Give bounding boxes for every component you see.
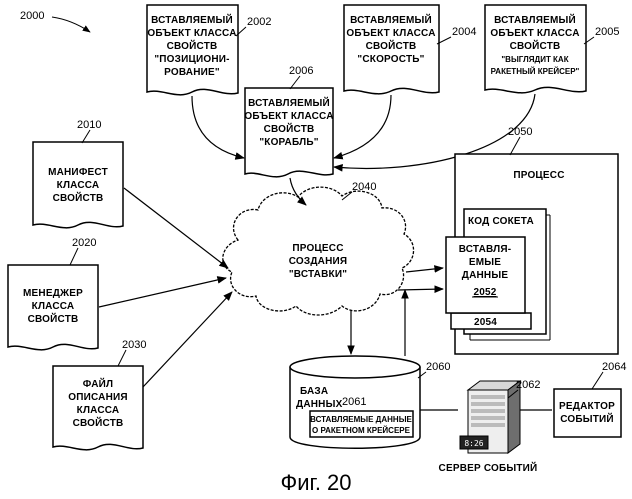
- doc-descfile-line-4: СВОЙСТВ: [73, 416, 124, 429]
- socket-code-label: КОД СОКЕТА: [468, 216, 534, 227]
- embedded-data-line-3: ДАННЫЕ: [462, 270, 509, 281]
- doc-position-line-5: РОВАНИЕ": [164, 67, 220, 78]
- database-line-1: БАЗА: [300, 386, 328, 397]
- doc-speed-properties: ВСТАВЛЯЕМЫЙ ОБЪЕКТ КЛАССА СВОЙСТВ "СКОРО…: [344, 5, 439, 94]
- database-record-line-1: ВСТАВЛЯЕМЫЕ ДАННЫЕ: [310, 415, 412, 424]
- ref-2062: 2062: [516, 379, 540, 391]
- doc-cruiser-line-1: ВСТАВЛЯЕМЫЙ: [494, 13, 576, 26]
- doc-position-line-3: СВОЙСТВ: [167, 39, 218, 52]
- ref-2060: 2060: [426, 361, 450, 373]
- ref-2006: 2006: [289, 65, 313, 77]
- doc-position-line-4: "ПОЗИЦИОНИ-: [154, 54, 229, 65]
- doc-position-line-1: ВСТАВЛЯЕМЫЙ: [151, 13, 233, 26]
- embedded-data-line-1: ВСТАВЛЯ-: [459, 244, 512, 255]
- doc-ship-line-4: "КОРАБЛЬ": [259, 137, 318, 148]
- doc-speed-line-2: ОБЪЕКТ КЛАССА: [346, 28, 435, 39]
- doc-manifest-line-2: КЛАССА: [57, 180, 100, 191]
- doc-manager-line-2: КЛАССА: [32, 301, 75, 312]
- ref-2002: 2002: [247, 16, 271, 28]
- arrow-cloud-to-embedded-data: [406, 268, 443, 272]
- event-editor-line-2: СОБЫТИЙ: [560, 412, 614, 425]
- doc-cruiser-quote-1: "ВЫГЛЯДИТ КАК: [501, 55, 568, 64]
- figure-number-arrow: [52, 17, 90, 32]
- doc-position-properties: ВСТАВЛЯЕМЫЙ ОБЪЕКТ КЛАССА СВОЙСТВ "ПОЗИЦ…: [147, 5, 238, 95]
- doc-cruiser-quote-2: РАКЕТНЫЙ КРЕЙСЕР": [491, 67, 580, 76]
- doc-ship-line-1: ВСТАВЛЯЕМЫЙ: [248, 96, 330, 109]
- doc-manager: МЕНЕДЖЕР КЛАССА СВОЙСТВ: [8, 265, 98, 350]
- event-editor-line-1: РЕДАКТОР: [559, 401, 615, 412]
- event-server-icon: 8:26: [460, 381, 520, 453]
- doc-manifest-line-3: СВОЙСТВ: [53, 191, 104, 204]
- cloud-line-2: СОЗДАНИЯ: [289, 256, 348, 267]
- doc-description-file: ФАЙЛ ОПИСАНИЯ КЛАССА СВОЙСТВ: [53, 366, 143, 450]
- doc-speed-line-3: СВОЙСТВ: [366, 39, 417, 52]
- inner-2054-label: 2054: [474, 317, 497, 328]
- ref-2050: 2050: [508, 126, 532, 138]
- ref-2010: 2010: [77, 119, 101, 131]
- doc-speed-line-1: ВСТАВЛЯЕМЫЙ: [350, 13, 432, 26]
- database-record-line-2: О РАКЕТНОМ КРЕЙСЕРЕ: [312, 426, 411, 435]
- doc-cruiser-properties: ВСТАВЛЯЕМЫЙ ОБЪЕКТ КЛАССА СВОЙСТВ "ВЫГЛЯ…: [485, 5, 586, 93]
- ref-2005: 2005: [595, 26, 619, 38]
- process-box: ПРОЦЕСС КОД СОКЕТА 2054 ВСТАВЛЯ- ЕМЫЕ ДА…: [446, 154, 618, 354]
- leader-2050: [510, 137, 520, 155]
- embedded-data-ref: 2052: [473, 287, 496, 298]
- leader-2020: [70, 248, 78, 265]
- leader-2006: [290, 76, 300, 89]
- ref-2020: 2020: [72, 237, 96, 249]
- doc-cruiser-line-2: ОБЪЕКТ КЛАССА: [490, 28, 579, 39]
- doc-ship-line-3: СВОЙСТВ: [264, 122, 315, 135]
- doc-manifest: МАНИФЕСТ КЛАССА СВОЙСТВ: [33, 142, 123, 228]
- ref-2004: 2004: [452, 26, 476, 38]
- leader-2064: [592, 372, 603, 389]
- arrow-position-to-ship: [192, 96, 244, 158]
- doc-descfile-line-3: КЛАССА: [77, 405, 120, 416]
- arrow-cloud-to-process: [398, 289, 443, 290]
- doc-ship-properties: ВСТАВЛЯЕМЫЙ ОБЪЕКТ КЛАССА СВОЙСТВ "КОРАБ…: [244, 88, 333, 177]
- arrow-manifest-to-cloud: [124, 188, 228, 268]
- embedded-data-line-2: ЕМЫЕ: [469, 257, 501, 268]
- event-server-label: СЕРВЕР СОБЫТИЙ: [439, 461, 538, 474]
- arrow-speed-to-ship: [334, 95, 391, 158]
- ref-2030: 2030: [122, 339, 146, 351]
- cloud-line-3: "ВСТАВКИ": [289, 269, 347, 280]
- leader-2030: [118, 350, 126, 366]
- process-title: ПРОЦЕСС: [513, 170, 564, 181]
- doc-manifest-line-1: МАНИФЕСТ: [48, 167, 108, 178]
- server-display-text: 8:26: [464, 439, 483, 448]
- database-line-2: ДАННЫХ: [296, 399, 343, 410]
- ref-2064: 2064: [602, 361, 626, 373]
- doc-manager-line-1: МЕНЕДЖЕР: [23, 288, 83, 299]
- doc-cruiser-line-3: СВОЙСТВ: [510, 39, 561, 52]
- ref-2040: 2040: [352, 181, 376, 193]
- doc-manager-line-3: СВОЙСТВ: [28, 312, 79, 325]
- doc-ship-line-2: ОБЪЕКТ КЛАССА: [244, 111, 333, 122]
- figure-number: 2000: [20, 10, 44, 22]
- arrow-manager-to-cloud: [99, 278, 226, 307]
- doc-speed-line-4: "СКОРОСТЬ": [357, 54, 424, 65]
- ref-2061: 2061: [342, 396, 366, 408]
- cloud-line-1: ПРОЦЕСС: [292, 243, 343, 254]
- event-editor-box: РЕДАКТОР СОБЫТИЙ: [554, 389, 621, 437]
- doc-descfile-line-1: ФАЙЛ: [83, 377, 114, 390]
- doc-descfile-line-2: ОПИСАНИЯ: [68, 392, 128, 403]
- doc-position-line-2: ОБЪЕКТ КЛАССА: [147, 28, 236, 39]
- arrow-descfile-to-cloud: [143, 292, 232, 387]
- figure-caption: Фиг. 20: [280, 470, 351, 495]
- leader-2010: [82, 130, 90, 143]
